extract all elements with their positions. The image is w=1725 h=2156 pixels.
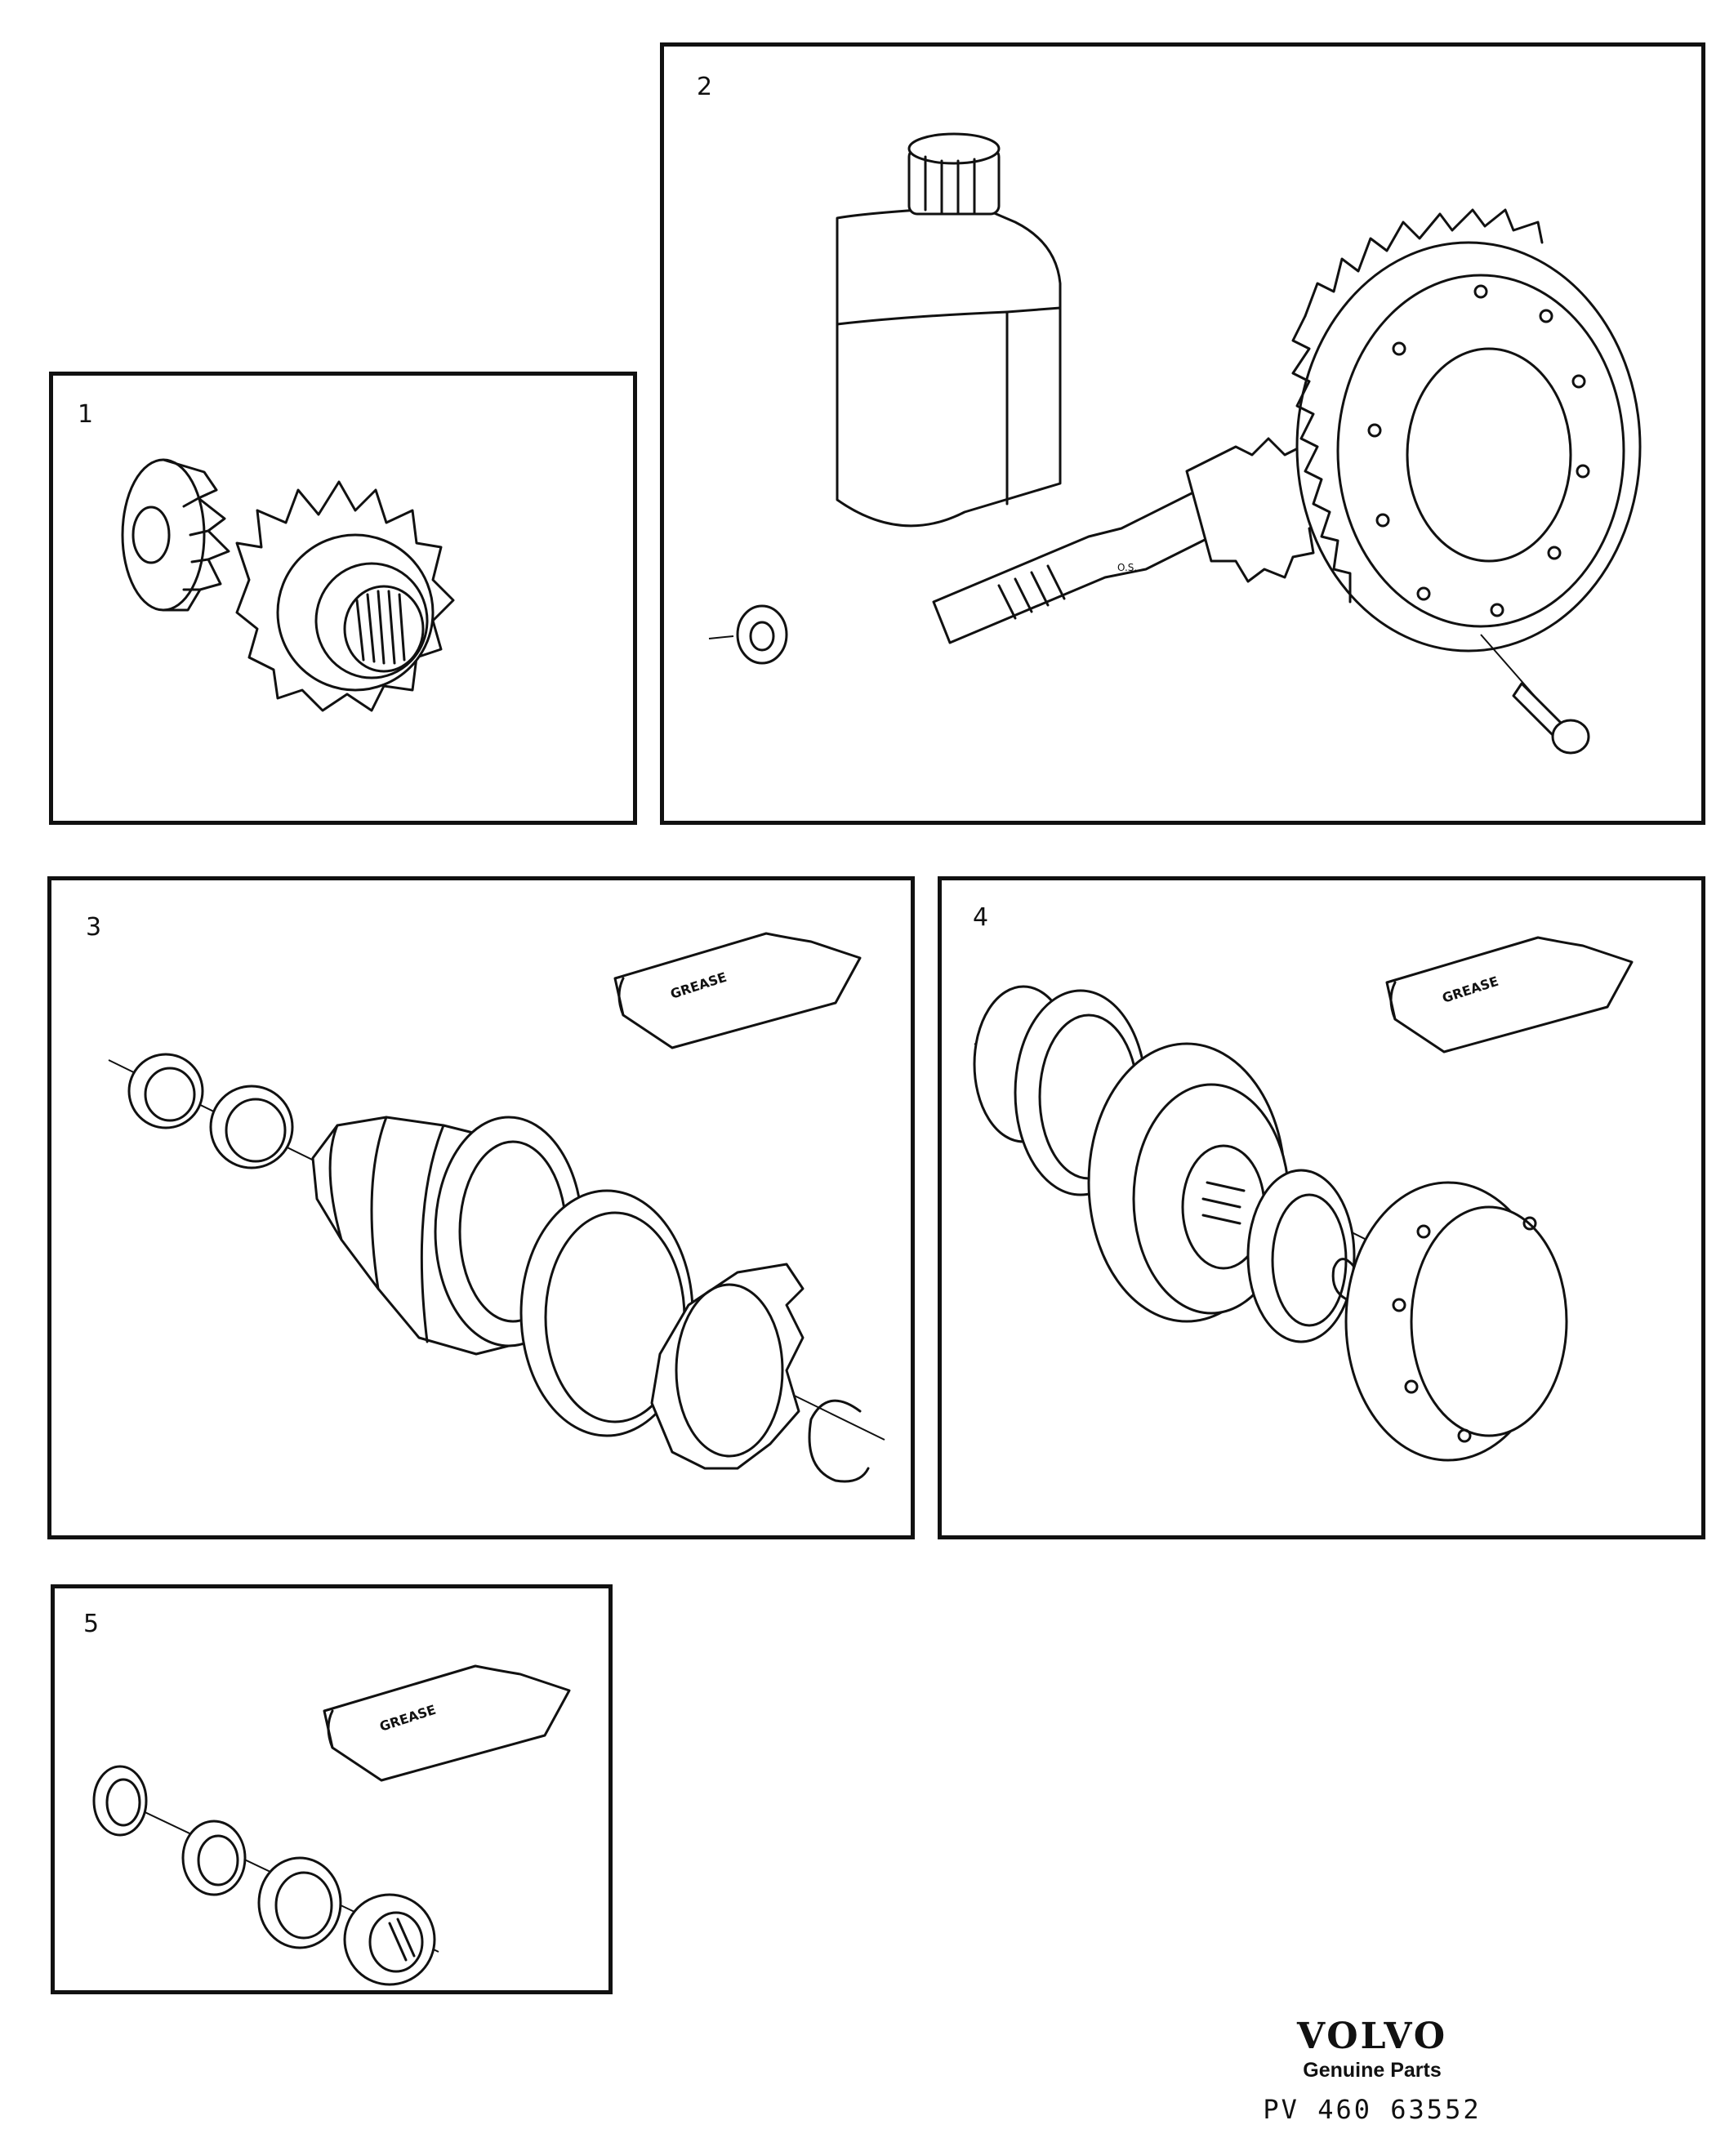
panel-number: 2: [697, 73, 713, 101]
clamp-ring-icon: [519, 1189, 805, 1470]
panel-2-drawing: O.S.: [708, 132, 1642, 755]
panel-4-drawing: GREASE: [973, 936, 1634, 1462]
volvo-logo: VOLVO: [1296, 2016, 1448, 2057]
circlip-icon: [1246, 1169, 1360, 1343]
brand-subtitle: Genuine Parts: [1303, 2059, 1442, 2082]
spacer-icon: [181, 1820, 247, 1896]
panel-3: 3 GREASE: [47, 876, 915, 1539]
panel-5-drawing: GREASE: [92, 1664, 571, 1986]
panel-5: 5 GREASE: [51, 1584, 613, 1994]
circlip-icon: [808, 1399, 870, 1483]
grease-tube-icon: GREASE: [323, 1664, 571, 1782]
seal-ring-icon: [127, 1053, 294, 1169]
panel-1-drawing: [121, 458, 455, 712]
seal-icon: [92, 1765, 148, 1837]
part-code: PV 460 63552: [1263, 2094, 1482, 2125]
panel-number: 3: [86, 913, 102, 942]
pinion-gear-icon: [121, 458, 230, 612]
side-gear-icon: [235, 480, 455, 712]
oil-bottle-icon: [836, 132, 1062, 528]
panel-4: 4 GREASE: [938, 876, 1705, 1539]
shaft-marking: O.S.: [1117, 562, 1137, 573]
brand-block: VOLVO Genuine Parts PV 460 63552: [1250, 2016, 1495, 2125]
panel-3-drawing: GREASE: [108, 932, 885, 1483]
panel-1: 1: [49, 372, 637, 825]
crown-wheel-icon: [1291, 208, 1642, 653]
panel-number: 4: [973, 903, 989, 932]
bearing-icon: [257, 1856, 436, 1986]
panel-number: 5: [83, 1610, 100, 1638]
bolt-icon: [1480, 634, 1590, 755]
panel-2: 2 O.S.: [660, 42, 1705, 825]
panel-number: 1: [78, 400, 94, 429]
grease-tube-icon: GREASE: [1385, 936, 1634, 1054]
cv-joint-icon: [973, 985, 1290, 1323]
pinion-shaft-icon: O.S.: [932, 437, 1331, 644]
grease-tube-icon: GREASE: [613, 932, 862, 1049]
flange-hub-icon: [1344, 1181, 1568, 1462]
nut-icon: [708, 604, 788, 665]
